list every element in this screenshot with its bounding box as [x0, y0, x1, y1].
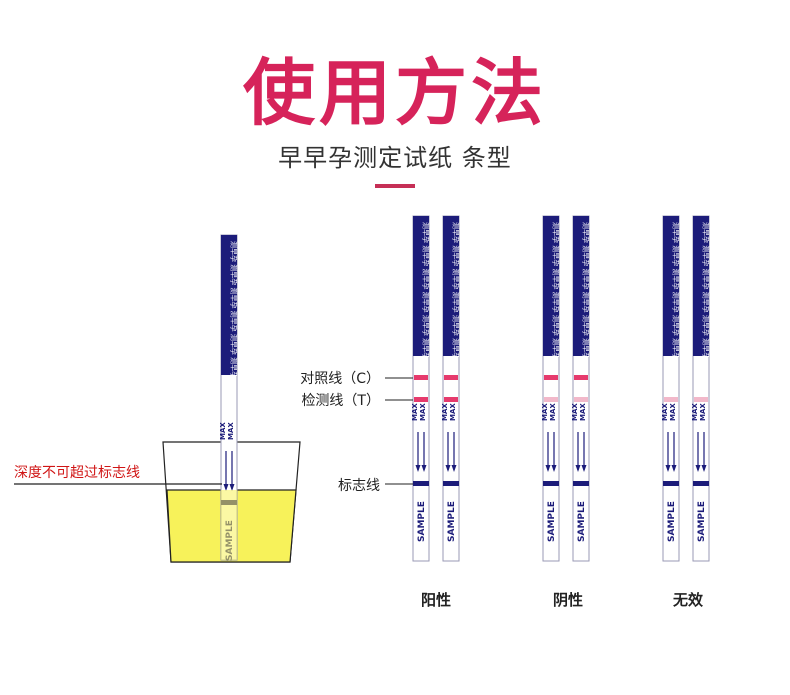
strip-brand-text: 测早孕 测早孕 测早孕 测早孕 测早孕 测早孕: [230, 241, 238, 378]
strip-brand-text: 测早孕 测早孕 测早孕 测早孕 测早孕 测早孕: [422, 222, 430, 359]
test-line: [694, 397, 708, 402]
sample-text: SAMPLE: [417, 501, 427, 542]
strip-brand-text: 测早孕 测早孕 测早孕 测早孕 测早孕 测早孕: [672, 222, 680, 359]
sample-text: SAMPLE: [547, 501, 557, 542]
max-text: MAX: [227, 422, 235, 440]
marker-line: [443, 481, 459, 486]
max-text: MAX: [541, 403, 549, 421]
strip-brand-text: 测早孕 测早孕 测早孕 测早孕 测早孕 测早孕: [582, 222, 590, 359]
depth-warning-label: 深度不可超过标志线: [14, 465, 140, 481]
max-text: MAX: [449, 403, 457, 421]
arrow-down-icon: [665, 465, 671, 472]
label-leaders: [385, 377, 413, 485]
test-line-label: 检测线（T）: [301, 393, 380, 409]
marker-line-label: 标志线: [338, 478, 380, 494]
strip-handle: [443, 216, 459, 356]
arrow-down-icon: [451, 465, 457, 472]
urine-on-strip: [221, 490, 237, 560]
sample-text: SAMPLE: [447, 501, 457, 542]
max-text: MAX: [441, 403, 449, 421]
arrow-down-icon: [223, 484, 229, 491]
marker-line: [543, 481, 559, 486]
strip-handle: [663, 216, 679, 356]
max-text: MAX: [411, 403, 419, 421]
result-label-1: 阳性: [420, 591, 451, 609]
max-text: MAX: [661, 403, 669, 421]
control-line: [544, 375, 558, 380]
arrow-down-icon: [701, 465, 707, 472]
strip-handle: [221, 235, 237, 375]
max-text: MAX: [691, 403, 699, 421]
control-line: [574, 375, 588, 380]
test-line: [444, 397, 458, 402]
strip-brand-text: 测早孕 测早孕 测早孕 测早孕 测早孕 测早孕: [552, 222, 560, 359]
sample-text: SAMPLE: [697, 501, 707, 542]
strip-handle: [573, 216, 589, 356]
result-label-2: 阴性: [552, 591, 583, 609]
arrow-down-icon: [415, 465, 421, 472]
arrow-down-icon: [671, 465, 677, 472]
arrow-down-icon: [581, 465, 587, 472]
page-title: 使用方法: [242, 51, 547, 135]
sample-text: SAMPLE: [577, 501, 587, 542]
test-line: [574, 397, 588, 402]
max-text: MAX: [669, 403, 677, 421]
strip-brand-text: 测早孕 测早孕 测早孕 测早孕 测早孕 测早孕: [702, 222, 710, 359]
max-text: MAX: [419, 403, 427, 421]
strip-handle: [693, 216, 709, 356]
result-label-3: 无效: [672, 591, 703, 609]
control-line: [444, 375, 458, 380]
strip-handle: [543, 216, 559, 356]
arrow-down-icon: [229, 484, 235, 491]
marker-line: [693, 481, 709, 486]
arrow-down-icon: [575, 465, 581, 472]
test-line: [664, 397, 678, 402]
sample-text: SAMPLE: [667, 501, 677, 542]
arrow-down-icon: [445, 465, 451, 472]
max-text: MAX: [219, 422, 227, 440]
test-line: [544, 397, 558, 402]
arrow-down-icon: [695, 465, 701, 472]
max-text: MAX: [571, 403, 579, 421]
arrow-down-icon: [551, 465, 557, 472]
arrow-down-icon: [421, 465, 427, 472]
control-line-label: 对照线（C）: [300, 371, 380, 387]
marker-line: [413, 481, 429, 486]
test-line: [414, 397, 428, 402]
max-text: MAX: [579, 403, 587, 421]
strip-handle: [413, 216, 429, 356]
max-text: MAX: [699, 403, 707, 421]
marker-line: [663, 481, 679, 486]
title-divider: [375, 184, 415, 188]
strip-brand-text: 测早孕 测早孕 测早孕 测早孕 测早孕 测早孕: [452, 222, 460, 359]
page-subtitle: 早早孕测定试纸 条型: [278, 144, 512, 172]
max-text: MAX: [549, 403, 557, 421]
control-line: [414, 375, 428, 380]
arrow-down-icon: [545, 465, 551, 472]
marker-line: [573, 481, 589, 486]
